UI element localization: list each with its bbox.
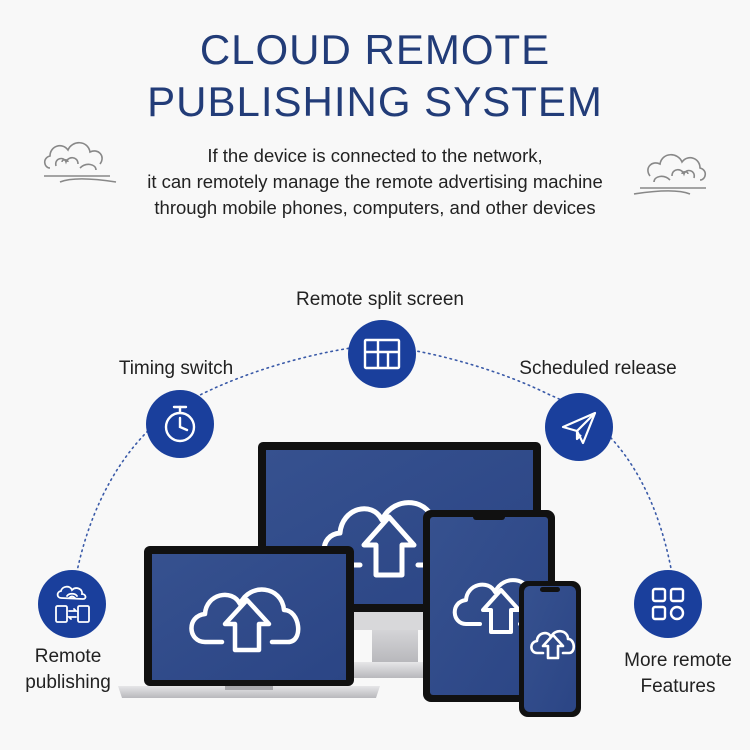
description-line-2: it can remotely manage the remote advert… bbox=[147, 171, 603, 192]
description-line-3: through mobile phones, computers, and ot… bbox=[154, 197, 596, 218]
feature-label-scheduled-release: Scheduled release bbox=[519, 358, 677, 379]
paper-plane-icon bbox=[561, 411, 597, 445]
feature-label-more-features-1: More remote bbox=[624, 650, 732, 671]
feature-label-remote-split-screen: Remote split screen bbox=[296, 289, 464, 310]
laptop bbox=[118, 546, 380, 698]
split-screen-icon bbox=[363, 338, 401, 370]
cloud-upload-icon bbox=[189, 587, 301, 653]
cloud-ornament-icon bbox=[633, 153, 707, 195]
feature-label-remote-publishing-1: Remote bbox=[34, 646, 102, 667]
feature-label-remote-publishing-2: publishing bbox=[25, 672, 111, 693]
cloud-ornament-icon bbox=[43, 141, 117, 183]
mobile-phone bbox=[519, 581, 581, 717]
device-sync-icon bbox=[55, 585, 90, 623]
cloud-upload-icon bbox=[530, 629, 576, 660]
page-title-line-2: PUBLISHING SYSTEM bbox=[147, 78, 603, 125]
more-features-button[interactable] bbox=[634, 570, 702, 638]
grid-apps-icon bbox=[651, 587, 685, 621]
description-line-1: If the device is connected to the networ… bbox=[207, 145, 543, 166]
timing-switch-button[interactable] bbox=[146, 390, 214, 458]
page-title-line-1: CLOUD REMOTE bbox=[199, 26, 551, 73]
feature-label-more-features-2: Features bbox=[640, 676, 716, 697]
remote-split-screen-button[interactable] bbox=[348, 320, 416, 388]
stopwatch-icon bbox=[164, 405, 196, 443]
scheduled-release-button[interactable] bbox=[545, 393, 613, 461]
remote-publishing-button[interactable] bbox=[38, 570, 106, 638]
feature-label-timing-switch: Timing switch bbox=[118, 358, 234, 379]
